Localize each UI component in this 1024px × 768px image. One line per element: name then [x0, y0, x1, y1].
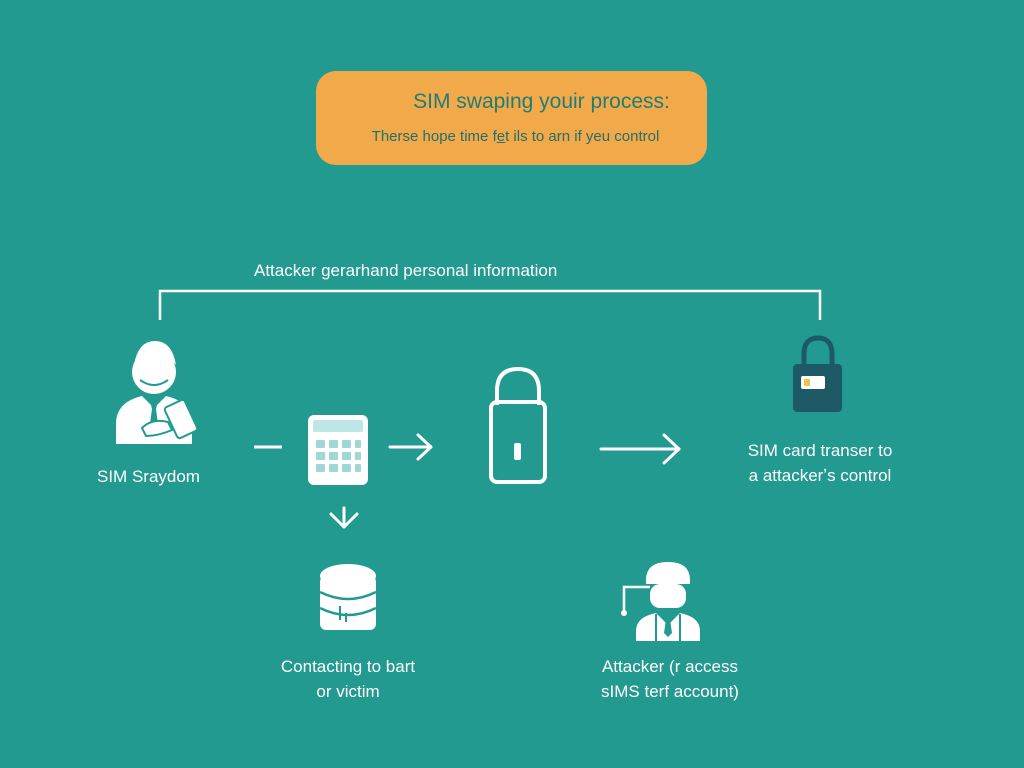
sim-lock-icon	[793, 335, 842, 412]
arrow-right-icon	[388, 433, 433, 461]
attacker-label: Attacker (r access sIMS terf account)	[580, 654, 760, 704]
contacting-label-line1: Contacting to bart	[280, 657, 416, 676]
top-bracket-connector	[158, 289, 822, 320]
top-bracket-label: Attacker gerarhand personal information	[254, 261, 558, 280]
banner-title: SIM swaping youir process:	[413, 90, 670, 113]
attacker-label-line2: sIMS terf account)	[601, 682, 739, 701]
database-icon	[319, 564, 377, 630]
sim-transfer-label-line2: a attackerʼs control	[748, 466, 892, 485]
contacting-label-line2: or victim	[316, 682, 380, 701]
attacker-icon	[621, 562, 700, 641]
attacker-label-line1: Attacker (r access	[601, 657, 739, 676]
banner-subtitle: Therse hope time fe̲t ils to arn if yeu …	[371, 128, 660, 145]
sim-transfer-label-line1: SIM card transer to	[747, 441, 893, 460]
padlock-icon	[489, 366, 547, 484]
sim-transfer-label: SIM card transer to a attackerʼs control	[730, 438, 910, 488]
title-banner: SIM swaping youir process: Therse hope t…	[316, 71, 707, 165]
arrow-right-long-icon	[599, 433, 681, 465]
calendar-icon	[308, 415, 368, 485]
person-label: SIM Sraydom	[97, 467, 200, 486]
arrow-down-icon	[329, 506, 359, 529]
person-holding-card-icon	[116, 341, 199, 444]
contacting-label: Contacting to bart or victim	[258, 654, 438, 704]
